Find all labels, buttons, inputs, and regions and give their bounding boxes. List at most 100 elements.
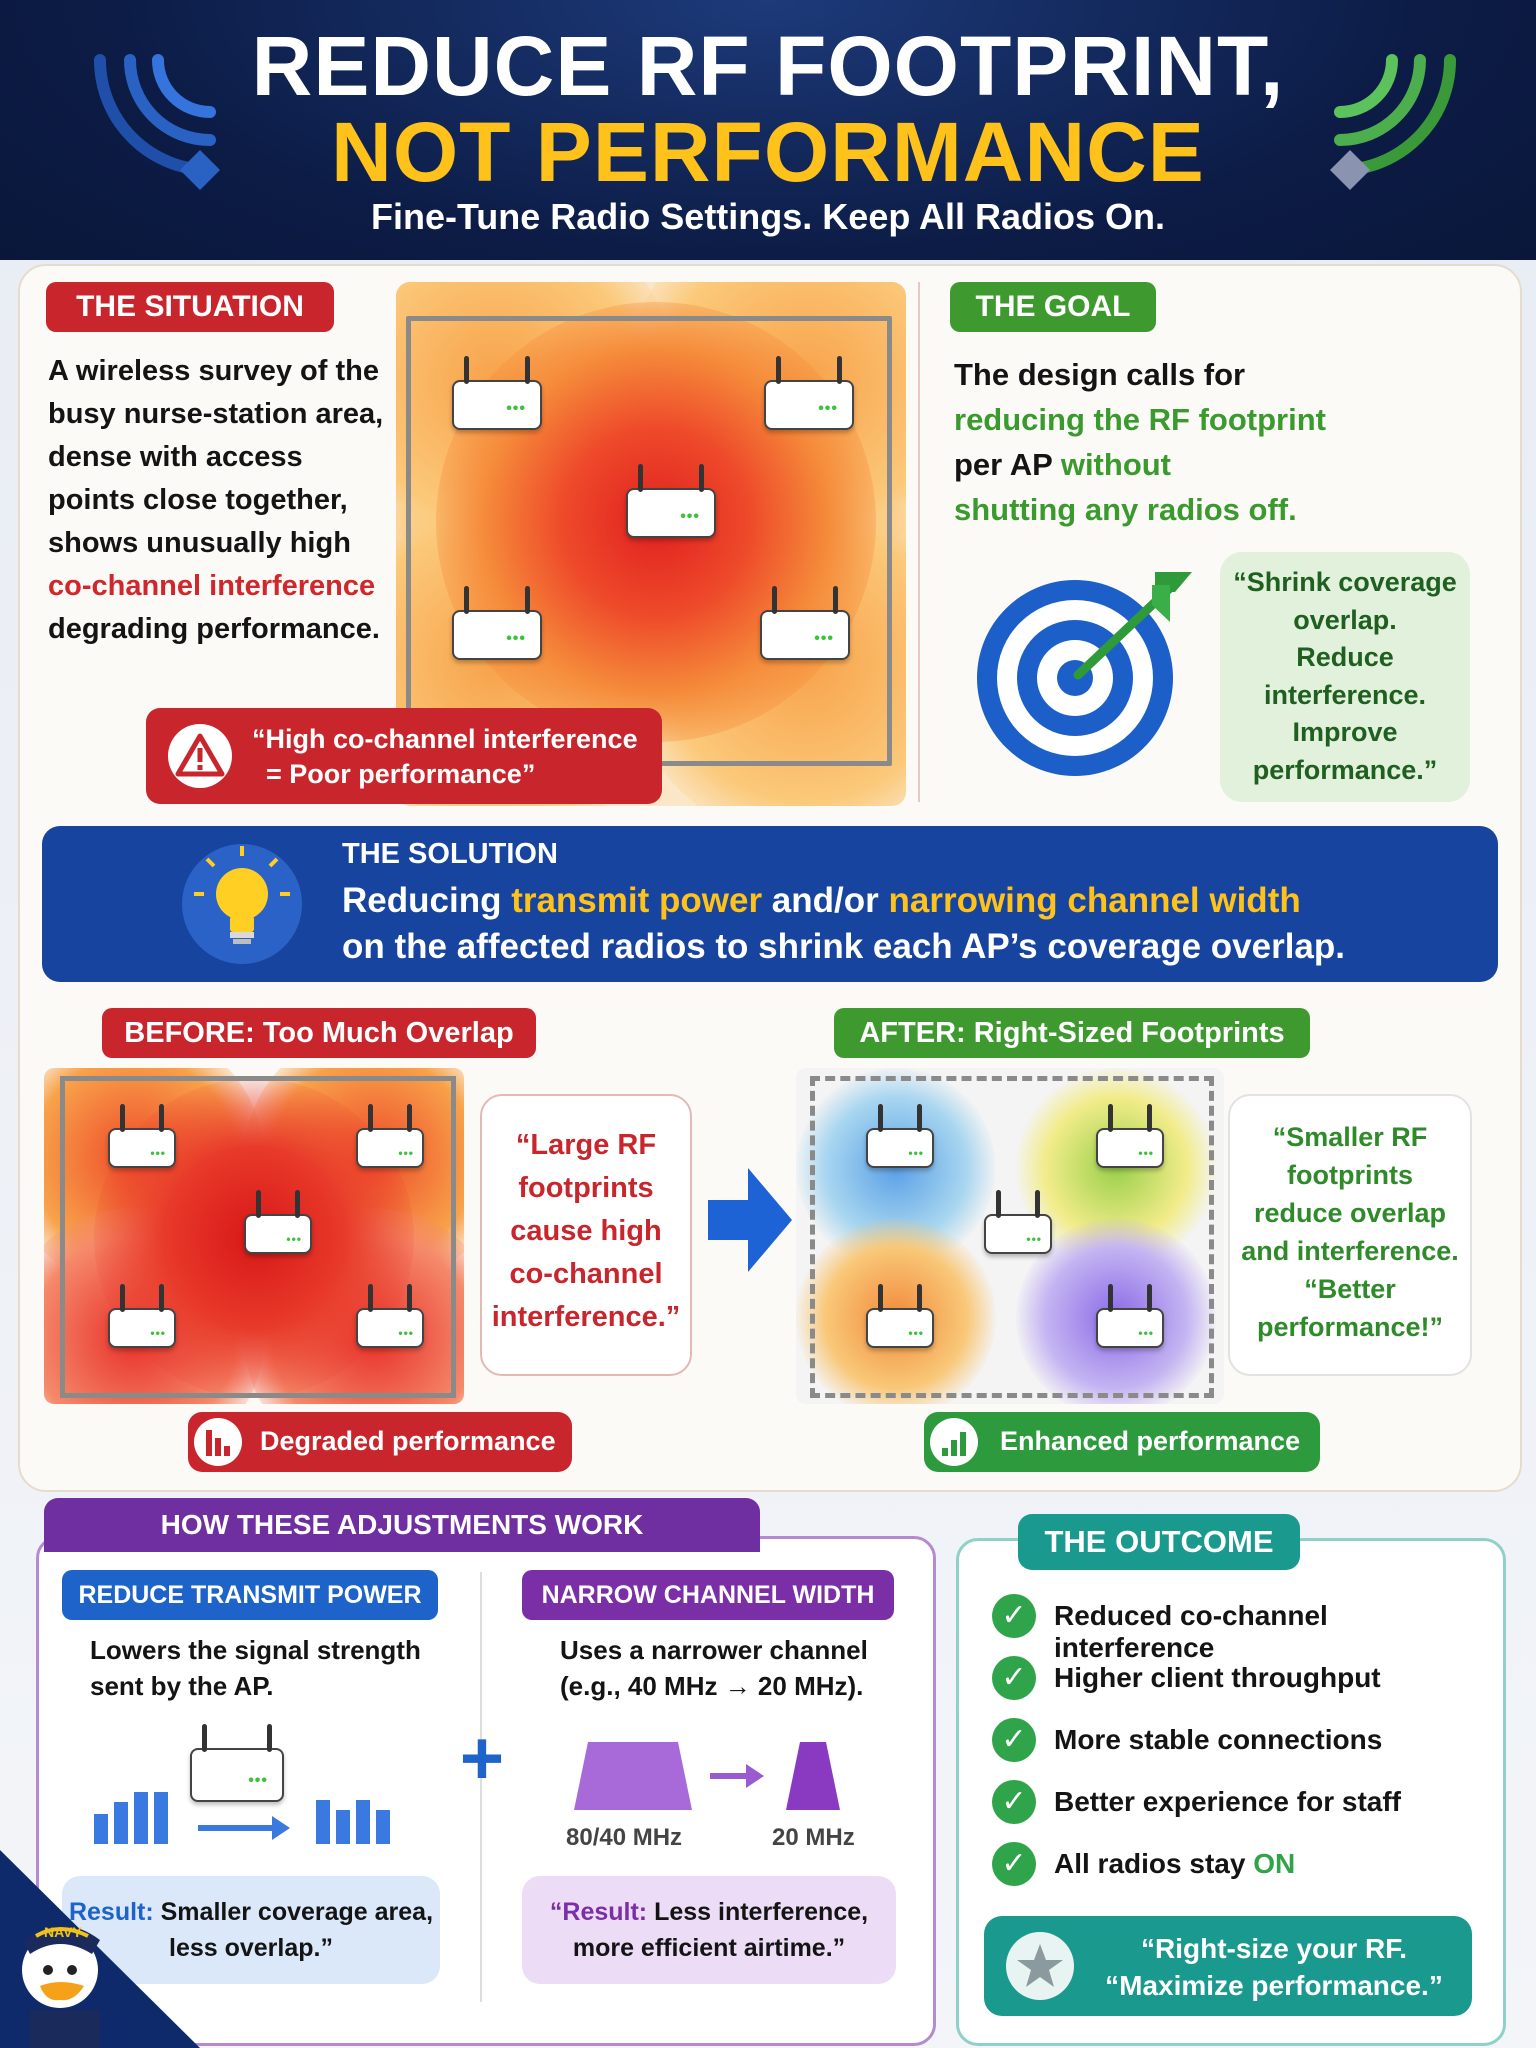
outcome-quote-line: “Maximize performance.”	[1105, 1970, 1443, 2001]
solution-span: and/or	[762, 881, 889, 920]
width-desc-line: (e.g., 40 MHz → 20 MHz).	[560, 1671, 864, 1701]
floor-outline	[810, 1076, 1214, 1398]
narrow-channel-label: 20 MHz	[772, 1824, 855, 1851]
before-quote-line: “Large RF	[515, 1129, 657, 1161]
width-result-key: “Result:	[549, 1898, 648, 1926]
degraded-badge: Degraded performance	[188, 1412, 572, 1472]
solution-line-2: on the affected radios to shrink each AP…	[342, 927, 1346, 966]
access-point-icon: •••	[356, 1284, 424, 1348]
header-background	[0, 0, 1536, 300]
alert-line-2: = Poor performance”	[266, 759, 536, 789]
goal-quote-line: Improve	[1292, 717, 1398, 747]
access-point-icon: •••	[244, 1190, 312, 1254]
width-label: NARROW CHANNEL WIDTH	[522, 1570, 894, 1620]
access-point-icon: •••	[760, 586, 850, 660]
plus-icon: +	[459, 1716, 505, 1801]
outcome-item-label: More stable connections	[1054, 1724, 1383, 1755]
signal-bars-icon	[94, 1792, 390, 1844]
width-result: “Result: Less interference, more efficie…	[522, 1876, 896, 1984]
solution-line-1: Reducing transmit power and/or narrowing…	[342, 878, 1482, 924]
width-desc: Uses a narrower channel (e.g., 40 MHz → …	[560, 1632, 868, 1704]
solution-banner: THE SOLUTION Reducing transmit power and…	[42, 826, 1498, 982]
access-point-icon: •••	[626, 464, 716, 538]
goal-quote-line: Reduce	[1296, 642, 1394, 672]
bar-chart-up-icon	[930, 1418, 978, 1466]
after-label: AFTER: Right-Sized Footprints	[834, 1008, 1310, 1058]
after-quote-line: “Better	[1304, 1274, 1396, 1304]
after-quote-line: footprints	[1287, 1160, 1413, 1190]
after-quote-line: performance!”	[1256, 1312, 1444, 1342]
floor-outline	[60, 1076, 456, 1398]
outcome-item-label: Reduced co-channel interference	[1054, 1600, 1328, 1663]
wifi-signal-icon	[1330, 54, 1456, 190]
outcome-last-b: ON	[1253, 1848, 1296, 1879]
degraded-badge-label: Degraded performance	[260, 1426, 556, 1456]
power-result-line-1: Result: Smaller coverage area,	[62, 1894, 440, 1930]
lightbulb-icon	[182, 844, 302, 964]
target-icon	[977, 572, 1192, 776]
situation-text-b: degrading performance.	[48, 613, 380, 645]
power-result-text: Smaller coverage area,	[153, 1898, 434, 1926]
title-line-2: NOT PERFORMANCE	[331, 105, 1205, 199]
check-icon: ✓	[992, 1780, 1036, 1824]
after-quote-line: reduce overlap	[1253, 1198, 1447, 1228]
width-result-line-1: “Result: Less interference,	[522, 1894, 896, 1930]
mascot-cap-text: NAVY	[44, 1924, 82, 1940]
access-point-icon: •••	[1096, 1104, 1164, 1168]
warning-icon	[168, 724, 232, 788]
after-quote-line: and interference.	[1241, 1236, 1459, 1266]
goal-text: The design calls for reducing the RF foo…	[954, 352, 1414, 532]
access-point-icon: •••	[1096, 1284, 1164, 1348]
power-label: REDUCE TRANSMIT POWER	[62, 1570, 438, 1620]
access-point-icon: •••	[866, 1104, 934, 1168]
subtitle: Fine-Tune Radio Settings. Keep All Radio…	[370, 196, 1166, 237]
access-point-icon: •••	[108, 1284, 176, 1348]
enhanced-badge: Enhanced performance	[924, 1412, 1320, 1472]
outcome-quote-line: “Right-size your RF.	[1140, 1933, 1407, 1964]
outcome-item: ✓ Higher client throughput	[992, 1656, 1492, 1700]
check-icon: ✓	[992, 1594, 1036, 1638]
bar-chart-down-icon	[194, 1418, 242, 1466]
check-icon: ✓	[992, 1656, 1036, 1700]
wide-channel-label: 80/40 MHz	[566, 1824, 683, 1851]
goal-line-1: The design calls for	[954, 357, 1246, 392]
goal-label: THE GOAL	[950, 282, 1156, 332]
wifi-signal-icon	[94, 54, 220, 190]
goal-quote-line: overlap.	[1293, 604, 1397, 635]
situation-text: A wireless survey of the busy nurse-stat…	[48, 350, 394, 651]
goal-line-3b: without	[1060, 447, 1172, 482]
goal-line-4: shutting any radios off.	[954, 492, 1297, 527]
outcome-last-a: All radios stay	[1054, 1848, 1254, 1879]
width-desc-line: Uses a narrower channel	[560, 1635, 868, 1665]
outcome-item: ✓ Reduced co-channel interference	[992, 1594, 1492, 1663]
enhanced-badge-label: Enhanced performance	[1000, 1426, 1301, 1456]
after-quote-line: “Smaller RF	[1272, 1122, 1428, 1152]
power-desc-line: Lowers the signal strength	[90, 1635, 421, 1665]
power-desc: Lowers the signal strength sent by the A…	[90, 1632, 421, 1704]
outcome-item: ✓ All radios stay ON	[992, 1842, 1492, 1886]
access-point-icon: •••	[452, 356, 542, 430]
channel-width-icon	[574, 1742, 840, 1810]
power-desc-line: sent by the AP.	[90, 1671, 274, 1701]
situation-highlight: co-channel interference	[48, 570, 376, 602]
goal-quote-line: “Shrink coverage	[1233, 567, 1457, 597]
situation-label: THE SITUATION	[46, 282, 334, 332]
width-result-line-2: more efficient airtime.”	[572, 1934, 846, 1962]
goal-line-3: per AP without	[954, 442, 1414, 487]
power-result-line-2: less overlap.”	[169, 1934, 333, 1962]
goal-quote-line: performance.”	[1252, 754, 1438, 785]
solution-span: transmit power	[511, 881, 763, 920]
access-point-icon: •••	[984, 1190, 1052, 1254]
outcome-item-label: Better experience for staff	[1054, 1786, 1402, 1817]
right-arrow-icon	[708, 1168, 792, 1272]
alert-line-1: “High co-channel interference	[252, 724, 638, 754]
divider	[480, 1572, 482, 2002]
outcome-item: ✓ More stable connections	[992, 1718, 1492, 1762]
alert-text: “High co-channel interference = Poor per…	[252, 722, 652, 792]
solution-span: narrowing channel width	[888, 881, 1301, 920]
power-result: Result: Smaller coverage area, less over…	[62, 1876, 440, 1984]
solution-span: Reducing	[342, 881, 512, 920]
access-point-icon: •••	[108, 1104, 176, 1168]
outcome-label: THE OUTCOME	[1018, 1514, 1300, 1570]
goal-line-2: reducing the RF footprint	[954, 402, 1326, 437]
